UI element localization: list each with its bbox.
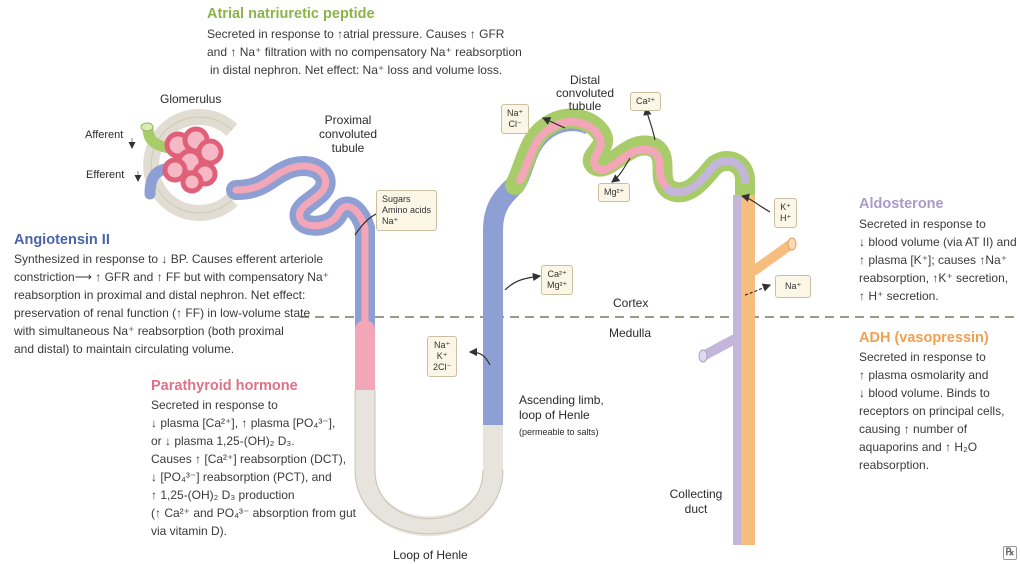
pth-line-7: (↑ Ca²⁺ and PO₄³⁻ absorption from gut xyxy=(151,506,356,520)
dct-cl: Cl⁻ xyxy=(508,119,522,129)
pth-line-1: Secreted in response to xyxy=(151,398,278,412)
pth-line-5: ↓ [PO₄³⁻] reabsorption (PCT), and xyxy=(151,470,332,484)
anp-title: Atrial natriuretic peptide xyxy=(207,6,375,22)
ascending-limb-note: (permeable to salts) xyxy=(519,427,599,437)
distal-tubule xyxy=(505,108,755,210)
collecting-na-box: Na⁺ xyxy=(775,275,812,298)
anp-line-2: and ↑ Na⁺ filtration with no compensator… xyxy=(207,45,522,59)
medulla-label: Medulla xyxy=(609,326,652,340)
anp-line-1: Secreted in response to ↑atrial pressure… xyxy=(207,27,505,41)
glomerulus-tuft xyxy=(162,126,224,194)
cortex-label: Cortex xyxy=(613,296,649,310)
adh-line-2: ↑ plasma osmolarity and xyxy=(859,368,989,382)
ascending-na-k-cl-box: Na⁺ K⁺ 2Cl⁻ xyxy=(427,336,458,377)
pct-label-3: tubule xyxy=(331,141,365,155)
ascending-2cl: 2Cl⁻ xyxy=(433,362,452,372)
ascending-limb-label-2: loop of Henle xyxy=(519,408,590,422)
adh-line-6: aquaporins and ↑ H₂O xyxy=(859,440,978,454)
afferent-label: Afferent xyxy=(85,129,124,141)
collecting-k: K⁺ xyxy=(780,202,791,212)
ascending-ca: Ca²⁺ xyxy=(547,269,567,279)
adh-line-7: reabsorption. xyxy=(859,458,930,472)
ascending-na: Na⁺ xyxy=(434,340,451,350)
angiotensin-line-2: constriction⟶ ↑ GFR and ↑ FF but with co… xyxy=(14,270,329,284)
collecting-duct-label-1: Collecting xyxy=(669,487,723,501)
adh-line-4: receptors on principal cells, xyxy=(859,404,1005,418)
dct-na-cl-box: Na⁺ Cl⁻ xyxy=(501,104,530,134)
adh-line-1: Secreted in response to xyxy=(859,350,986,364)
dct-ca-box: Ca²⁺ xyxy=(630,92,662,111)
pct-solutes-box: Sugars Amino acids Na⁺ xyxy=(376,190,438,231)
pct-solute-na: Na⁺ xyxy=(382,216,399,226)
dct-mg-box: Mg²⁺ xyxy=(598,183,631,202)
aldosterone-line-5: ↑ H⁺ secretion. xyxy=(859,289,939,303)
pct-solute-amino-acids: Amino acids xyxy=(382,205,432,215)
pct-label-2: convoluted xyxy=(318,127,378,141)
pth-title: Parathyroid hormone xyxy=(151,378,298,394)
ascending-k: K⁺ xyxy=(436,351,448,361)
pth-line-2: ↓ plasma [Ca²⁺], ↑ plasma [PO₄³⁻], xyxy=(151,416,336,430)
dct-label-3: tubule xyxy=(568,99,602,113)
aldosterone-title: Aldosterone xyxy=(859,196,944,212)
ascending-mg: Mg²⁺ xyxy=(547,280,568,290)
pct-solute-sugars: Sugars xyxy=(382,194,411,204)
proximal-tubule xyxy=(226,156,375,405)
dct-label-1: Distal xyxy=(569,73,600,87)
rx-logo: ℞ xyxy=(1003,546,1017,560)
dct-na: Na⁺ xyxy=(507,108,524,118)
collecting-k-h-box: K⁺ H⁺ xyxy=(774,198,798,228)
adh-line-5: causing ↑ number of xyxy=(859,422,968,436)
glomerulus-label: Glomerulus xyxy=(160,92,222,106)
collecting-h: H⁺ xyxy=(780,213,792,223)
angiotensin-line-3: reabsorption in proximal and distal neph… xyxy=(14,288,306,302)
pth-line-8: via vitamin D). xyxy=(151,524,228,538)
ascending-limb-label-1: Ascending limb, xyxy=(519,393,604,407)
pth-line-3: or ↓ plasma 1,25-(OH)₂ D₃. xyxy=(151,434,295,448)
dct-label-2: convoluted xyxy=(555,86,615,100)
adh-title: ADH (vasopressin) xyxy=(859,330,989,346)
angiotensin-title: Angiotensin II xyxy=(14,232,110,248)
pth-line-4: Causes ↑ [Ca²⁺] reabsorption (DCT), xyxy=(151,452,347,466)
adh-line-3: ↓ blood volume. Binds to xyxy=(859,386,990,400)
aldosterone-line-1: Secreted in response to xyxy=(859,217,986,231)
angiotensin-line-1: Synthesized in response to ↓ BP. Causes … xyxy=(14,252,324,266)
pth-line-6: ↑ 1,25-(OH)₂ D₃ production xyxy=(151,488,295,502)
ascending-ca-mg-box: Ca²⁺ Mg²⁺ xyxy=(541,265,574,295)
angiotensin-line-6: and distal) to maintain circulating volu… xyxy=(14,342,235,356)
angiotensin-line-4: preservation of renal function (↑ FF) in… xyxy=(14,306,311,320)
collecting-duct xyxy=(698,195,797,545)
angiotensin-line-5: with simultaneous Na⁺ reabsorption (both… xyxy=(14,324,284,338)
aldosterone-line-4: reabsorption, ↑K⁺ secretion, xyxy=(859,271,1009,285)
aldosterone-line-3: ↑ plasma [K⁺]; causes ↑Na⁺ xyxy=(859,253,1008,267)
pct-label-1: Proximal xyxy=(324,113,372,127)
aldosterone-line-2: ↓ blood volume (via AT II) and xyxy=(859,235,1017,249)
efferent-label: Efferent xyxy=(86,169,125,181)
anp-line-3: in distal nephron. Net effect: Na⁺ loss … xyxy=(210,63,503,77)
loop-of-henle xyxy=(355,390,503,537)
loop-of-henle-label: Loop of Henle xyxy=(393,548,468,562)
collecting-duct-label-2: duct xyxy=(684,502,708,516)
